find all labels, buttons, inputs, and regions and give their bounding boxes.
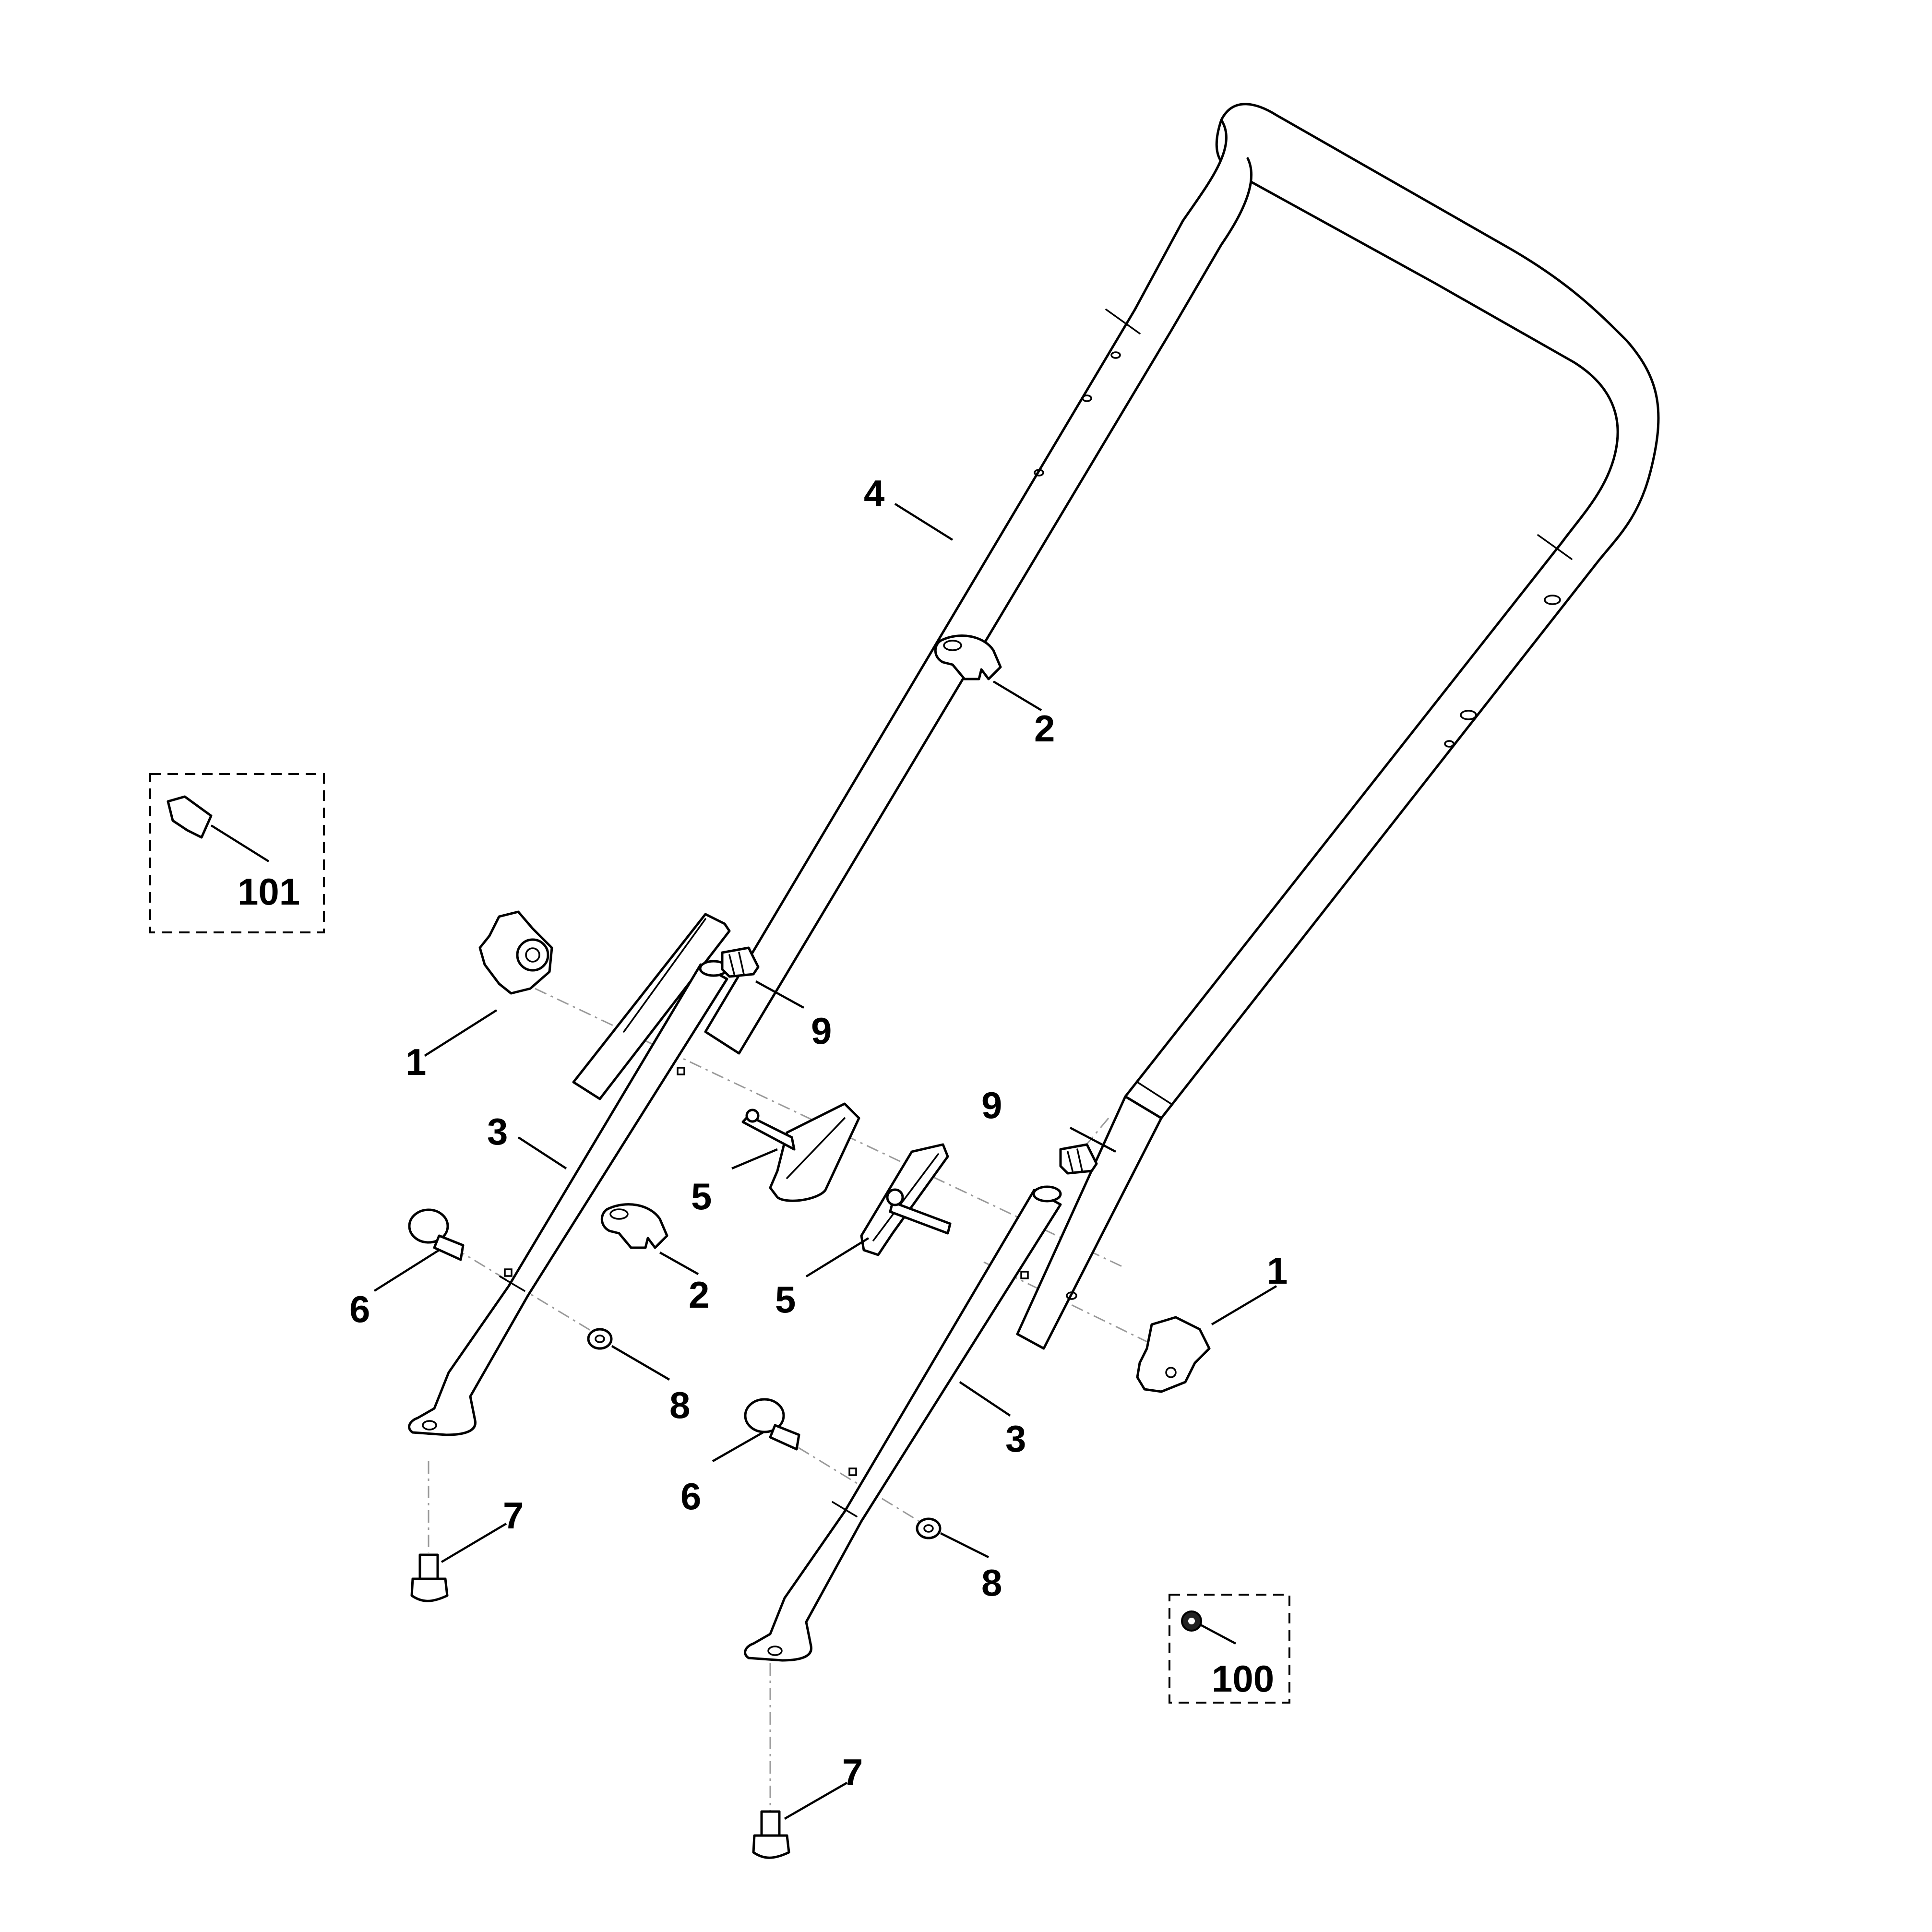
assembly-axes	[428, 947, 1181, 1812]
spring-left	[721, 946, 760, 978]
callout-clamp-upper: 2	[1034, 707, 1055, 750]
callout-bolt-right: 6	[680, 1475, 701, 1517]
lever-left	[741, 1102, 860, 1202]
lever-right	[860, 1143, 952, 1256]
knob-left	[478, 910, 553, 995]
callout-screw-right: 7	[842, 1751, 863, 1793]
callout-spring-right: 9	[981, 1084, 1002, 1126]
lower-tube-left	[408, 960, 728, 1436]
bolt-right	[744, 1398, 800, 1451]
callout-lever-left: 5	[691, 1175, 712, 1217]
leader-lines	[373, 503, 1277, 1820]
callout-optional-nut: 100	[1212, 1658, 1274, 1700]
callout-spring-left: 9	[811, 1010, 832, 1052]
callout-optional-clip: 101	[238, 871, 300, 913]
optional-part-box-101	[149, 773, 325, 933]
bolt-left	[408, 1208, 465, 1261]
callout-lower-tube-left: 3	[487, 1110, 508, 1153]
callout-clamp-lower: 2	[689, 1274, 709, 1316]
clamp-upper	[934, 634, 1002, 680]
screw-left	[410, 1553, 449, 1602]
callout-washer-left: 8	[669, 1384, 690, 1426]
callout-knob-left: 1	[405, 1041, 426, 1083]
spring-right	[1059, 1143, 1098, 1175]
callout-labels: 4 2 101 9 1 3 9 5 6 2 5 1 8 3 6 7 8 100 …	[238, 472, 1288, 1793]
knob-right	[1136, 1316, 1211, 1393]
lower-tube-right	[744, 1185, 1062, 1662]
optional-part-box-100	[1169, 1594, 1290, 1704]
upper-handlebar	[572, 103, 1660, 1350]
callout-knob-right: 1	[1267, 1250, 1288, 1292]
washer-left	[587, 1328, 613, 1350]
callout-upper-handlebar: 4	[864, 472, 884, 514]
callout-lower-tube-right: 3	[1005, 1418, 1026, 1460]
clamp-lower	[600, 1203, 668, 1249]
screw-right	[752, 1810, 790, 1859]
callout-washer-right: 8	[981, 1562, 1002, 1604]
callout-lever-right: 5	[775, 1278, 796, 1321]
washer-right	[916, 1517, 942, 1539]
callout-screw-left: 7	[503, 1494, 524, 1537]
callout-bolt-left: 6	[349, 1288, 370, 1330]
